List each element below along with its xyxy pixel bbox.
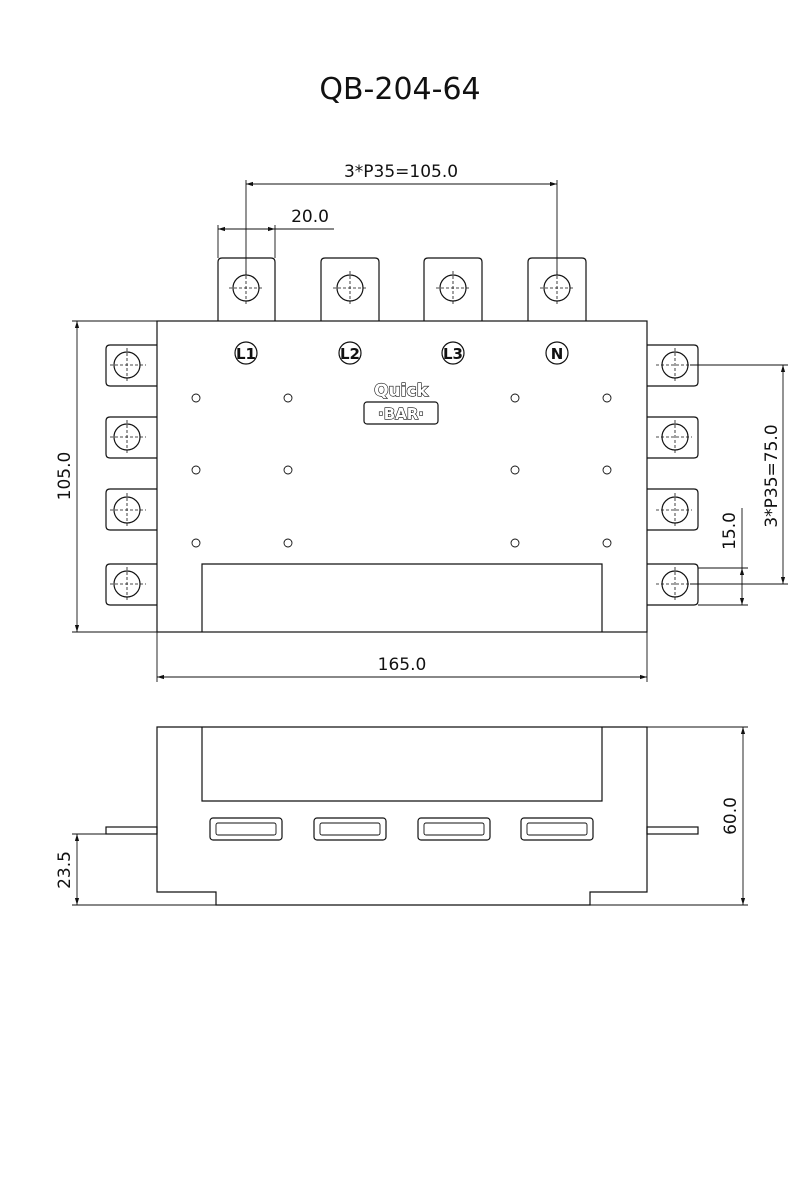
dimension-tab-height: 23.5 (55, 833, 216, 906)
module-body-side (156, 726, 648, 906)
module-body-top (156, 320, 648, 633)
dim-label-depth: 60.0 (721, 797, 741, 835)
terminal-slots (209, 817, 594, 841)
dim-label-top-pitch: 3*P35=105.0 (344, 162, 458, 182)
right-tabs (647, 344, 699, 606)
terminal-label-l1: L1 (236, 345, 256, 363)
dim-label-tab-width: 20.0 (291, 207, 329, 227)
dim-label-side-pitch: 3*P35=75.0 (762, 424, 782, 527)
dimension-tab-width: 20.0 (217, 207, 334, 258)
logo-text-top: Quick (374, 381, 428, 401)
terminal-label-n: N (551, 345, 564, 363)
dimension-height: 105.0 (55, 320, 157, 633)
mounting-holes (191, 393, 612, 548)
terminal-label-l3: L3 (443, 345, 463, 363)
dim-label-width: 165.0 (378, 655, 427, 675)
terminal-label-l2: L2 (340, 345, 360, 363)
left-tabs (105, 344, 157, 606)
dimension-side-offset: 15.0 (698, 508, 748, 606)
dim-label-tab-height: 23.5 (55, 851, 75, 889)
dim-label-side-offset: 15.0 (720, 512, 740, 550)
side-view: 60.0 23.5 (55, 726, 748, 906)
dimension-side-pitch: 3*P35=75.0 (690, 364, 788, 585)
top-view: L1 L2 L3 N Quick ·BAR· 3*P35=105.0 20.0 (55, 162, 788, 682)
dimension-depth: 60.0 (590, 726, 748, 906)
quickbar-logo: Quick ·BAR· (363, 380, 439, 425)
top-tab-holes (229, 271, 574, 305)
terminal-labels: L1 L2 L3 N (234, 341, 569, 365)
dim-label-height: 105.0 (55, 452, 75, 501)
logo-text-bottom: ·BAR· (378, 405, 424, 423)
drawing-title: QB-204-64 (319, 72, 481, 107)
top-tabs (217, 257, 587, 321)
dimension-width: 165.0 (156, 632, 648, 682)
